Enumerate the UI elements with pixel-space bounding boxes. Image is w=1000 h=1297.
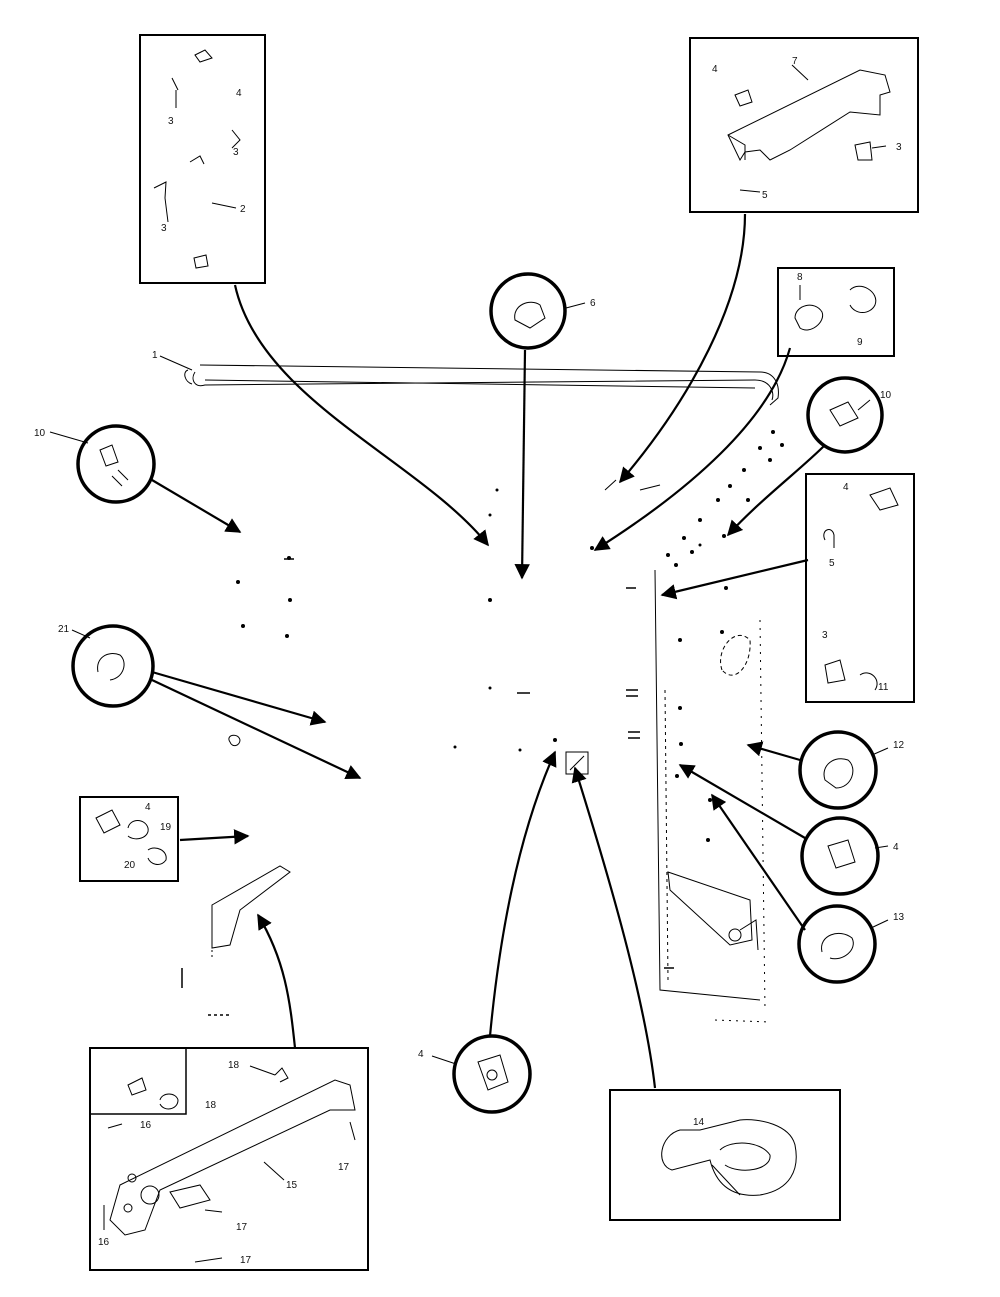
part-1-label: 1 <box>152 350 158 361</box>
callout-label: 3 <box>168 116 174 127</box>
leader-arrows <box>151 213 826 1089</box>
callout-label: 17 <box>236 1222 248 1233</box>
callout-label: 8 <box>797 272 803 283</box>
circle-label: 4 <box>418 1049 424 1060</box>
callout-label: 17 <box>338 1162 350 1173</box>
callout-label: 3 <box>822 630 828 641</box>
callout-label: 4 <box>843 482 849 493</box>
callout-label: 3 <box>233 147 239 158</box>
callout-box-left-small: 4 19 20 <box>79 796 179 882</box>
circle-label: 10 <box>880 390 892 401</box>
detail-circle-10-right: 10 <box>806 376 892 454</box>
callout-box-top-right: 4 7 3 5 <box>689 37 919 213</box>
callout-label: 20 <box>124 860 136 871</box>
main-assembly: 1 <box>152 350 784 1023</box>
circle-label: 4 <box>893 842 899 853</box>
callout-label: 17 <box>240 1255 252 1266</box>
callout-label: 4 <box>712 64 718 75</box>
detail-circle-4-right: 4 <box>800 816 899 896</box>
circle-label: 21 <box>58 624 70 635</box>
callout-label: 5 <box>829 558 835 569</box>
detail-circle-6: 6 <box>489 272 596 350</box>
callout-label: 11 <box>878 682 889 693</box>
callout-label: 3 <box>161 223 167 234</box>
callout-label: 14 <box>693 1117 705 1128</box>
callout-label: 18 <box>205 1100 217 1111</box>
callout-label: 19 <box>160 822 172 833</box>
callout-label: 2 <box>240 204 246 215</box>
callout-label: 18 <box>228 1060 240 1071</box>
callout-label: 16 <box>140 1120 152 1131</box>
detail-circle-4-bottom: 4 <box>418 1034 532 1114</box>
circle-label: 12 <box>893 740 905 751</box>
callout-label: 16 <box>98 1237 110 1248</box>
callout-box-8-9: 8 9 <box>777 267 895 357</box>
callout-box-bottom-left: 18 16 18 15 17 17 17 16 <box>89 1047 369 1271</box>
callout-box-top-left: 3 4 3 2 3 <box>139 34 266 284</box>
detail-circle-12: 12 <box>798 730 905 810</box>
callout-label: 5 <box>762 190 768 201</box>
callout-box-right-middle: 4 5 3 11 <box>805 473 915 703</box>
callout-label: 4 <box>236 88 242 99</box>
circle-label: 13 <box>893 912 905 923</box>
circle-label: 6 <box>590 298 596 309</box>
detail-circle-21: 21 <box>58 624 155 708</box>
callout-label: 9 <box>857 337 863 348</box>
detail-circle-10-left: 10 <box>34 424 156 504</box>
callout-box-bottom-right: 14 <box>609 1089 841 1221</box>
circle-label: 10 <box>34 428 46 439</box>
detail-circle-13: 13 <box>797 904 905 984</box>
callout-label: 3 <box>896 142 902 153</box>
callout-label: 15 <box>286 1180 298 1191</box>
callout-label: 4 <box>145 802 151 813</box>
callout-label: 7 <box>792 56 798 67</box>
